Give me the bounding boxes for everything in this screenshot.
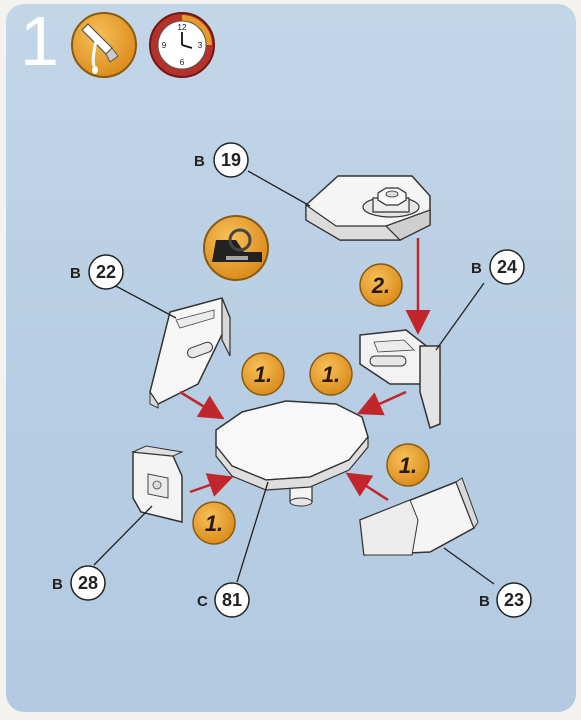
svg-text:B: B [70, 265, 81, 282]
svg-text:B: B [52, 576, 63, 593]
part-b28 [133, 446, 182, 522]
clock-numeral-6: 6 [180, 58, 185, 67]
tape-dispenser-icon [204, 216, 268, 280]
arrow-b24-to-c81 [366, 392, 406, 410]
callout-b23: B 23 [479, 583, 531, 617]
svg-text:23: 23 [504, 590, 524, 610]
clock-icon: 12 3 6 9 [150, 13, 214, 77]
svg-text:B: B [479, 593, 490, 610]
callout-c81: C 81 [197, 583, 249, 617]
part-b23 [360, 478, 478, 555]
order-badge-b22: 1. [242, 353, 284, 395]
order-badge-b24: 1. [310, 353, 352, 395]
svg-text:1.: 1. [322, 362, 340, 387]
part-b24 [360, 330, 440, 428]
clock-numeral-3: 3 [198, 41, 203, 50]
part-b19 [306, 176, 430, 240]
clock-numeral-9: 9 [162, 41, 167, 50]
callout-b24: B 24 [471, 250, 524, 284]
svg-text:28: 28 [78, 573, 98, 593]
svg-text:22: 22 [96, 262, 116, 282]
order-badge-b23: 1. [387, 444, 429, 486]
arrow-b23-to-c81 [354, 478, 388, 500]
svg-text:24: 24 [497, 257, 517, 277]
svg-text:19: 19 [221, 150, 241, 170]
part-b22 [150, 298, 230, 408]
svg-text:1.: 1. [205, 511, 223, 536]
arrow-b22-to-c81 [180, 392, 216, 414]
svg-text:1.: 1. [399, 453, 417, 478]
svg-text:2.: 2. [371, 273, 390, 298]
svg-text:B: B [194, 153, 205, 170]
svg-text:1.: 1. [254, 362, 272, 387]
svg-text:C: C [197, 593, 208, 610]
callout-b19: B 19 [194, 143, 248, 177]
clock-numeral-12: 12 [178, 23, 187, 32]
svg-text:B: B [471, 260, 482, 277]
arrow-b28-to-c81 [190, 480, 224, 492]
callout-b22: B 22 [70, 255, 123, 289]
callout-b28: B 28 [52, 566, 105, 600]
svg-text:81: 81 [222, 590, 242, 610]
order-badge-b28: 1. [193, 502, 235, 544]
order-badge-b19: 2. [360, 264, 402, 306]
part-c81 [216, 401, 368, 506]
glue-bottle-icon [72, 13, 136, 77]
